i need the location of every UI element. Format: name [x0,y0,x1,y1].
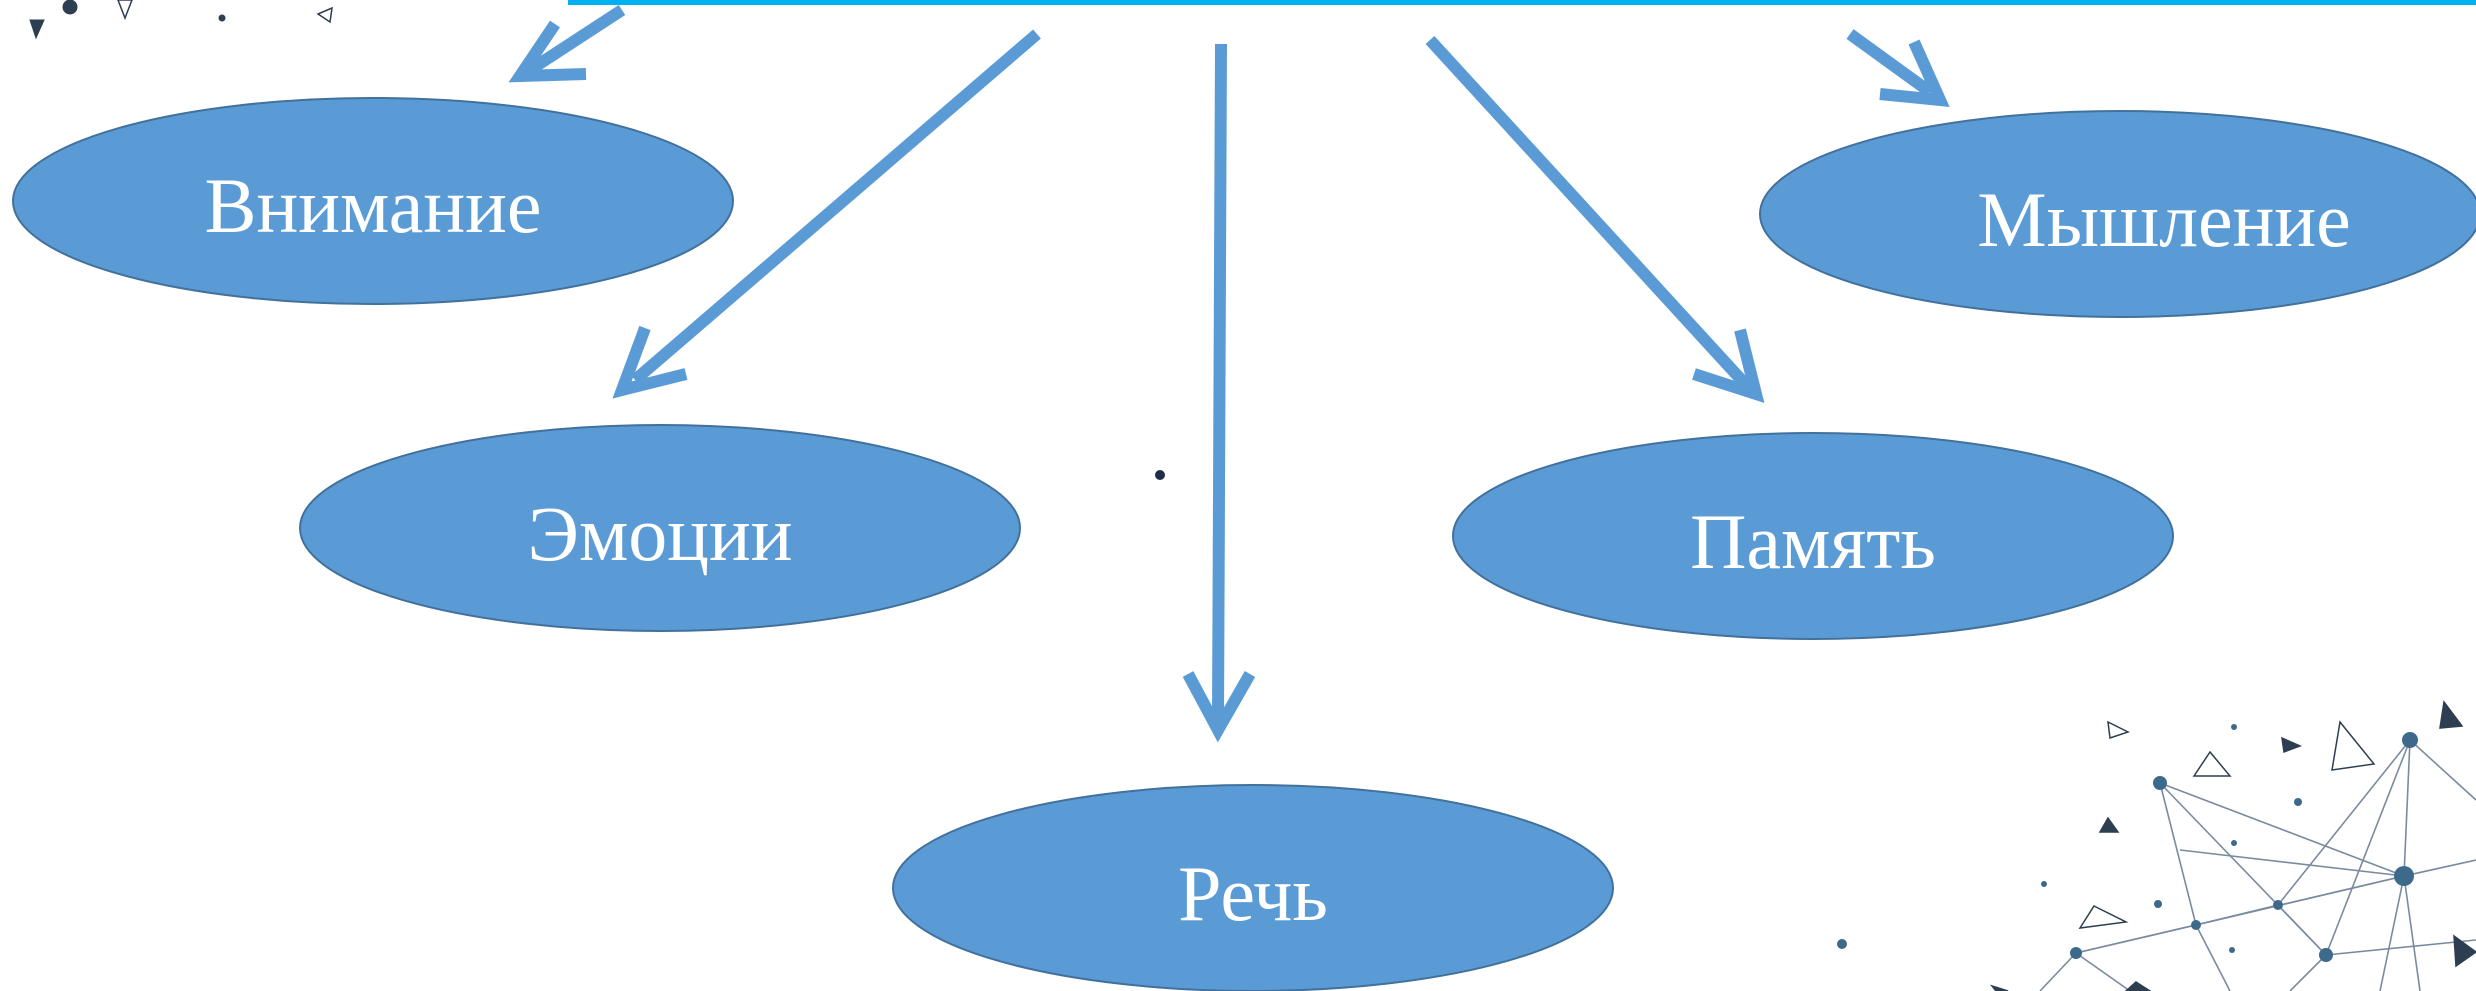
node-speech-label: Речь [1178,850,1328,937]
arrow-to-attention [526,4,626,76]
node-speech: Речь [892,784,1614,991]
node-attention: Внимание [12,97,734,305]
arrowhead-emotions [612,325,688,399]
arrowhead-memory [1692,328,1765,404]
arrowhead-attention [508,20,587,83]
arrowhead-thinking [1879,39,1950,108]
node-memory: Память [1452,432,2174,640]
top-source-bar [568,0,2476,5]
node-attention-label: Внимание [204,162,541,249]
node-attention-shape [12,97,734,305]
top-left-decoration [29,0,333,40]
node-memory-shape [1452,432,2174,640]
node-emotions-shape [299,424,1021,632]
arrow-to-memory [1425,35,1752,391]
scattered-triangles-icon [1989,700,2476,991]
node-emotions: Эмоции [299,424,1021,632]
node-emotions-label: Эмоции [527,490,792,577]
node-speech-shape [892,784,1614,991]
arrowhead-speech [1182,671,1256,743]
node-thinking-label: Мышление [1977,176,2350,263]
node-thinking-shape [1759,110,2476,318]
arrow-to-emotions [631,29,1041,385]
arrow-to-thinking [1846,29,1934,97]
node-memory-label: Память [1690,498,1936,585]
node-thinking: Мышление [1759,110,2476,318]
network-graphic-icon [2039,739,2476,991]
arrow-to-speech [1212,43,1227,719]
stray-dot [1155,470,1165,480]
network-nodes [1837,724,2418,962]
arrows [508,4,1950,743]
